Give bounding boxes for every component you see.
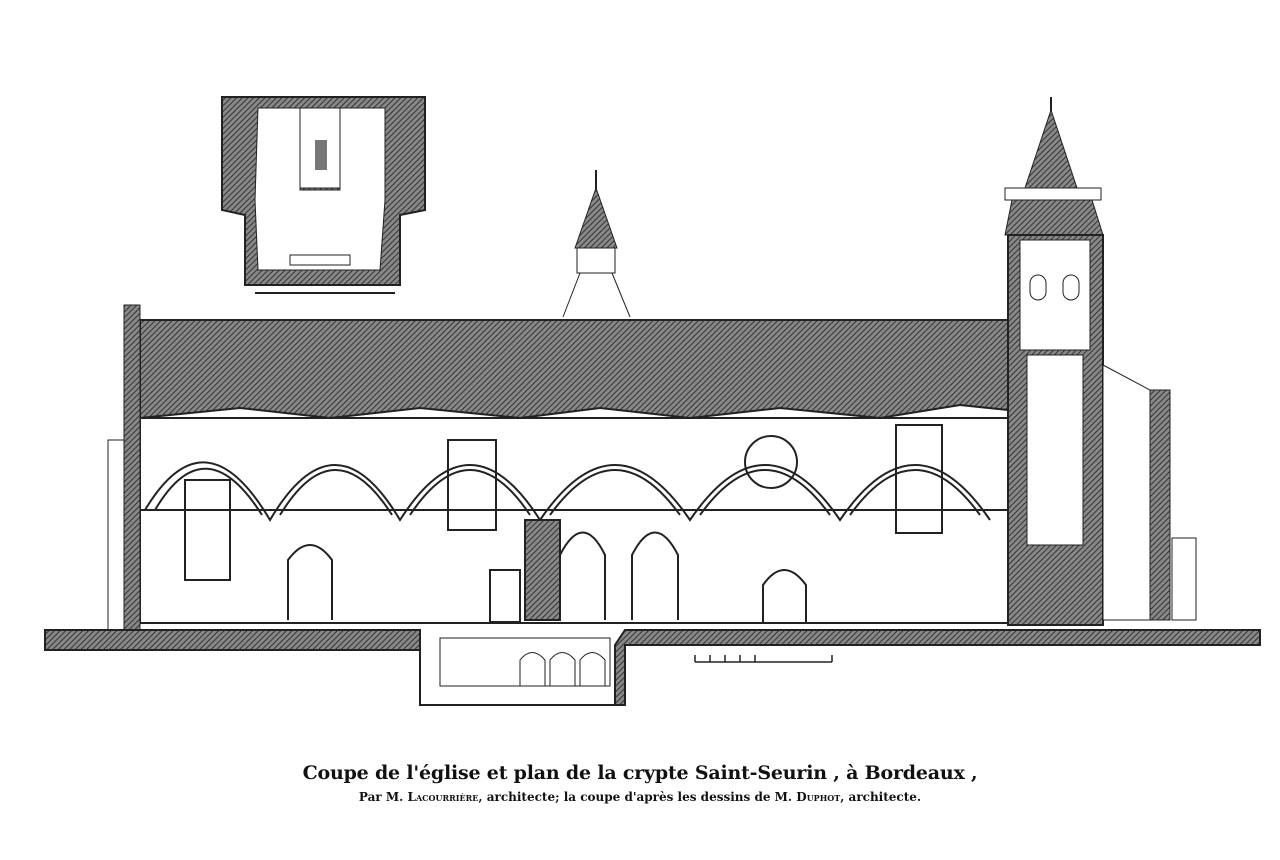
credit-middle: , architecte; la coupe d'après les dessi… — [478, 790, 793, 804]
west-porch — [107, 439, 125, 631]
architect-1: Lacourrière — [407, 790, 479, 804]
credit-suffix: , architecte. — [840, 790, 922, 804]
west-wall — [123, 304, 141, 631]
central-spire — [562, 170, 631, 318]
roof — [139, 319, 1009, 420]
crypt-plan-inset — [221, 96, 426, 294]
nave — [139, 417, 1009, 624]
crypt-section — [439, 637, 611, 687]
credit-prefix: Par M. — [358, 790, 404, 804]
scale-bar — [694, 655, 833, 663]
bell-tower — [1004, 97, 1197, 626]
caption-credit: Par M. Lacourrière, architecte; la coupe… — [0, 790, 1280, 804]
caption-title: Coupe de l'église et plan de la crypte S… — [302, 762, 978, 784]
ground — [44, 629, 1261, 706]
architect-2: Duphot — [796, 790, 841, 804]
